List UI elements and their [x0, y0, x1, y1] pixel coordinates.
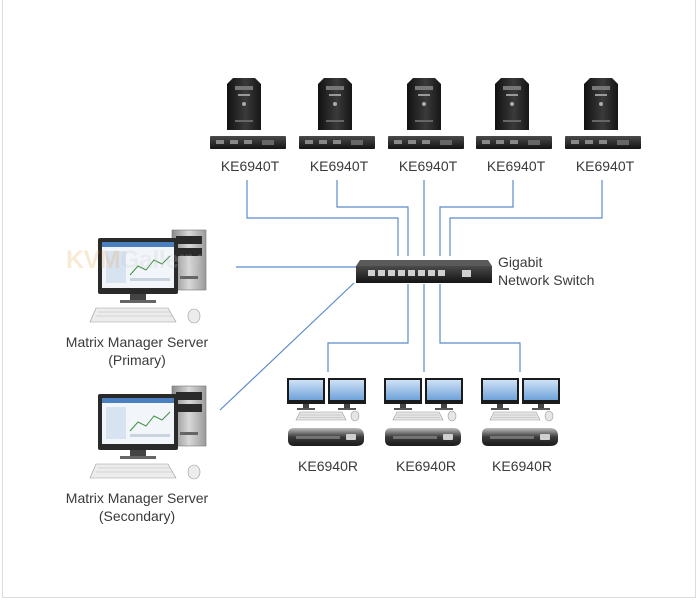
tower-pc-icon — [227, 78, 261, 130]
tx-label-5: KE6940T — [575, 158, 635, 174]
keyboard-mouse-icon — [295, 410, 360, 422]
tx-label-4: KE6940T — [486, 158, 546, 174]
primary-server-role: (Primary) — [108, 352, 166, 368]
link-tx4 — [439, 180, 514, 256]
link-secondary-server — [219, 282, 355, 411]
monitor-icon — [425, 378, 463, 410]
secondary-server-workstation-icon — [89, 385, 207, 480]
rx-station-3 — [481, 378, 560, 446]
kvm-extender-receiver-icon — [482, 428, 558, 446]
rx-label-2: KE6940R — [396, 458, 456, 474]
monitor-icon — [287, 378, 325, 410]
rx-label-3: KE6940R — [492, 458, 552, 474]
monitor-icon — [384, 378, 422, 410]
tower-pc-icon — [495, 78, 529, 130]
kvm-extender-transmitter-icon — [388, 136, 464, 149]
kvm-extender-transmitter-icon — [210, 136, 286, 149]
link-rx1 — [327, 284, 409, 372]
kvm-extender-receiver-icon — [288, 428, 364, 446]
rx-station-2 — [384, 378, 463, 446]
rx-station-1 — [287, 378, 366, 446]
link-tx1 — [246, 180, 399, 256]
secondary-server-role: (Secondary) — [98, 508, 176, 524]
link-tx2 — [336, 180, 409, 256]
network-switch-icon — [356, 260, 492, 283]
tx-unit-2 — [299, 78, 375, 149]
kvm-extender-receiver-icon — [385, 428, 461, 446]
keyboard-mouse-icon — [489, 410, 554, 422]
tower-pc-icon — [318, 78, 352, 130]
link-rx3 — [439, 284, 521, 372]
tx-label-2: KE6940T — [309, 158, 369, 174]
keyboard-mouse-icon — [392, 410, 457, 422]
tx-unit-5 — [565, 78, 641, 149]
tx-unit-1 — [210, 78, 286, 149]
tx-unit-4 — [476, 78, 552, 149]
kvm-extender-transmitter-icon — [299, 136, 375, 149]
secondary-server-label: Matrix Manager Server — [65, 490, 209, 506]
monitor-icon — [522, 378, 560, 410]
primary-server-label: Matrix Manager Server — [65, 334, 209, 350]
connection-lines — [219, 180, 603, 411]
switch-label-line1: Gigabit — [498, 254, 543, 270]
watermark-logo: KVMGallery — [66, 246, 202, 274]
kvm-extender-transmitter-icon — [476, 136, 552, 149]
tower-pc-icon — [584, 78, 618, 130]
tx-unit-3 — [388, 78, 464, 149]
primary-server-workstation-icon — [89, 229, 207, 324]
tx-label-1: KE6940T — [220, 158, 280, 174]
monitor-icon — [481, 378, 519, 410]
switch-label-line2: Network Switch — [498, 272, 595, 288]
monitor-icon — [328, 378, 366, 410]
tx-label-3: KE6940T — [398, 158, 458, 174]
kvm-extender-transmitter-icon — [565, 136, 641, 149]
tower-pc-icon — [407, 78, 441, 130]
rx-label-1: KE6940R — [298, 458, 358, 474]
link-tx5 — [449, 180, 603, 256]
